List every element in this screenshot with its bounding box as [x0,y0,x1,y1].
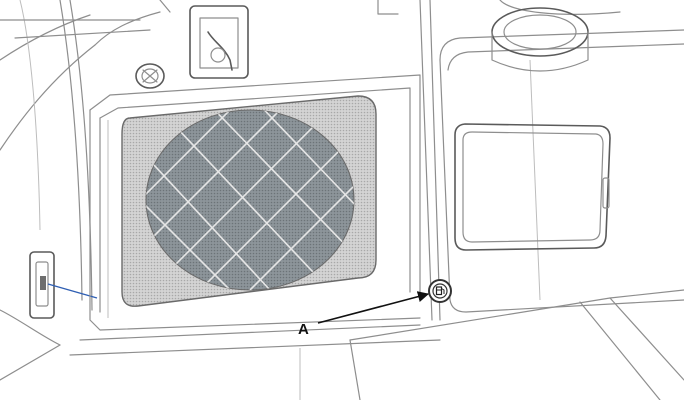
callout-label: A [298,321,309,338]
top-hook-bracket [189,0,399,79]
side-latch [29,251,98,319]
fuel-door-release-icon [435,286,445,296]
callout-arrow [317,291,430,324]
storage-pocket [454,123,611,251]
round-knob [135,63,165,89]
trunk-floor [299,289,684,400]
cup-holder [491,7,589,72]
upper-trim [0,0,171,46]
side-panel [69,74,441,356]
leader-line [47,283,98,299]
callout-a: A [298,291,430,338]
left-trim-panel [0,0,96,381]
right-quarter-panel [419,0,684,321]
speaker-grille [121,95,377,307]
fuel-door-release-switch [428,279,452,303]
